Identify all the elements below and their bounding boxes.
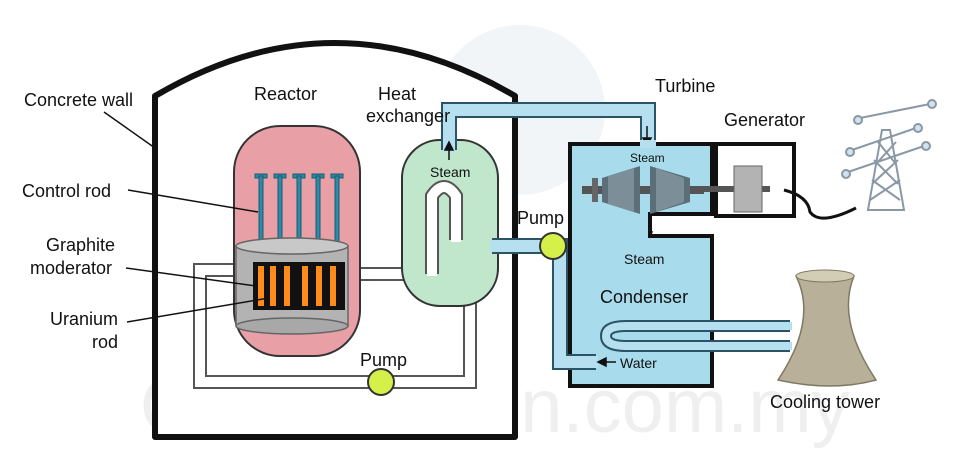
steam-pipe — [441, 102, 656, 152]
label-steam-turbine: Steam — [630, 151, 665, 165]
graphite-block — [253, 262, 345, 310]
secondary-pump — [539, 232, 567, 260]
uranium-rod — [302, 266, 308, 306]
label-pump-secondary: Pump — [517, 208, 564, 228]
label-exchanger: exchanger — [366, 106, 450, 126]
label-steam-condenser: Steam — [624, 251, 664, 267]
power-cable — [783, 188, 857, 220]
label-condenser: Condenser — [600, 287, 688, 307]
label-heat: Heat — [378, 84, 416, 104]
uranium-rod — [316, 266, 322, 306]
label-cooling-tower: Cooling tower — [770, 392, 880, 412]
label-reactor: Reactor — [254, 84, 317, 104]
cooling-loop — [599, 320, 792, 352]
fuel-assembly — [253, 262, 345, 310]
uranium-rod — [284, 266, 290, 306]
water-arrow — [596, 356, 616, 368]
return-pipe — [490, 238, 598, 370]
leader-lines — [103, 111, 270, 323]
uranium-rod — [258, 266, 264, 306]
cooling-tower — [776, 270, 878, 387]
label-water: Water — [620, 355, 657, 371]
label-control-rod: Control rod — [22, 181, 111, 201]
label-concrete-wall: Concrete wall — [24, 90, 133, 110]
label-uranium: Uranium — [50, 309, 118, 329]
label-graphite: Graphite — [46, 235, 115, 255]
generator — [733, 165, 763, 213]
uranium-rod — [270, 266, 276, 306]
label-generator: Generator — [724, 110, 805, 130]
label-turbine: Turbine — [655, 76, 715, 96]
label-steam-hx: Steam — [430, 164, 470, 180]
turbine — [582, 166, 704, 214]
primary-pump — [367, 368, 395, 396]
uranium-rod — [330, 266, 336, 306]
label-moderator: moderator — [30, 258, 112, 278]
power-pylon — [841, 99, 937, 211]
label-pump-primary: Pump — [360, 350, 407, 370]
label-rod: rod — [92, 332, 118, 352]
